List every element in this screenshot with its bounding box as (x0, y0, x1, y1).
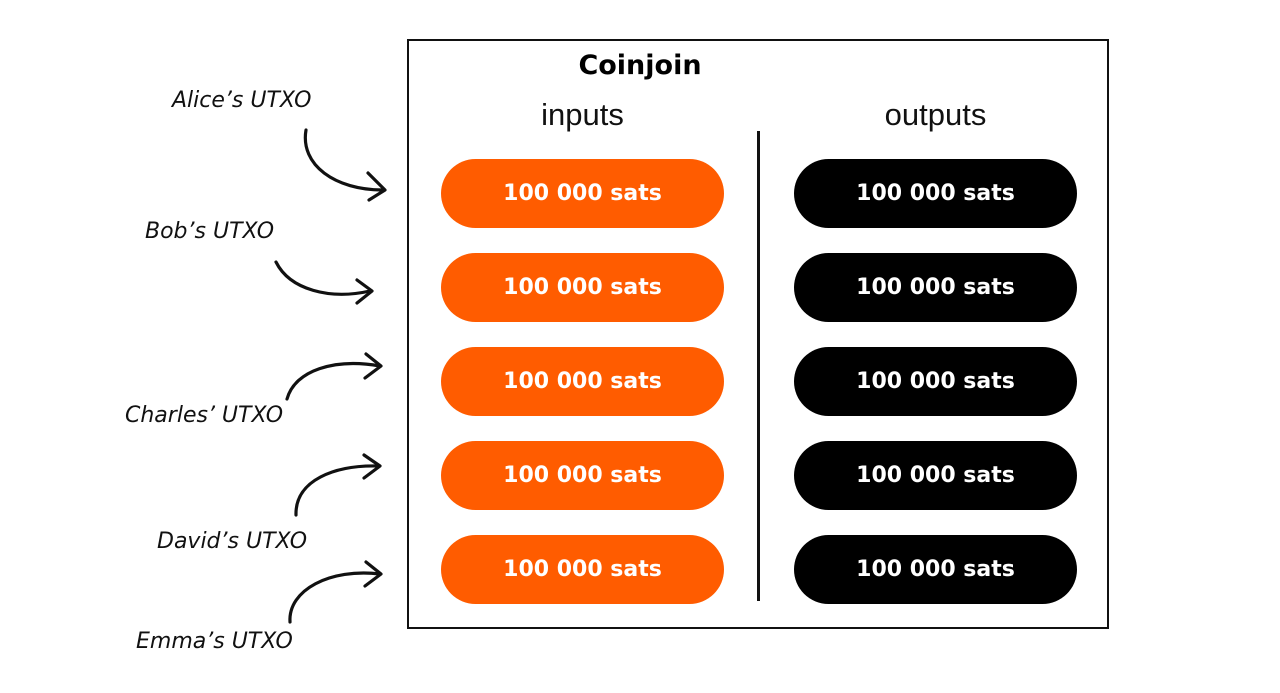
owner-label-bob: Bob’s UTXO (145, 219, 275, 244)
arrow-david (294, 464, 380, 517)
input-pill: 100 000 sats (441, 441, 724, 510)
arrow-emma-head (363, 560, 383, 588)
owner-label-charles: Charles’ UTXO (125, 403, 284, 428)
diagram-title: Coinjoin (578, 50, 702, 81)
owner-label-emma: Emma’s UTXO (136, 629, 293, 654)
outputs-heading: outputs (884, 97, 987, 132)
arrow-charles (285, 362, 382, 401)
owner-label-alice: Alice’s UTXO (172, 88, 312, 113)
arrow-david-head (362, 453, 382, 480)
output-pill: 100 000 sats (794, 347, 1077, 416)
input-pill: 100 000 sats (441, 535, 724, 604)
input-pill: 100 000 sats (441, 253, 724, 322)
column-divider (757, 131, 760, 601)
input-pill: 100 000 sats (441, 347, 724, 416)
owner-label-david: David’s UTXO (157, 529, 308, 554)
arrow-emma (288, 571, 382, 624)
input-pill: 100 000 sats (441, 159, 724, 228)
inputs-heading: inputs (541, 97, 624, 132)
output-pill: 100 000 sats (794, 159, 1077, 228)
coinjoin-frame (407, 39, 1109, 629)
arrow-bob-head (355, 278, 374, 305)
output-pill: 100 000 sats (794, 535, 1077, 604)
arrow-charles-head (363, 352, 383, 380)
arrow-bob (274, 260, 372, 296)
arrow-alice-head (366, 171, 387, 202)
arrow-alice (303, 128, 385, 192)
output-pill: 100 000 sats (794, 441, 1077, 510)
output-pill: 100 000 sats (794, 253, 1077, 322)
